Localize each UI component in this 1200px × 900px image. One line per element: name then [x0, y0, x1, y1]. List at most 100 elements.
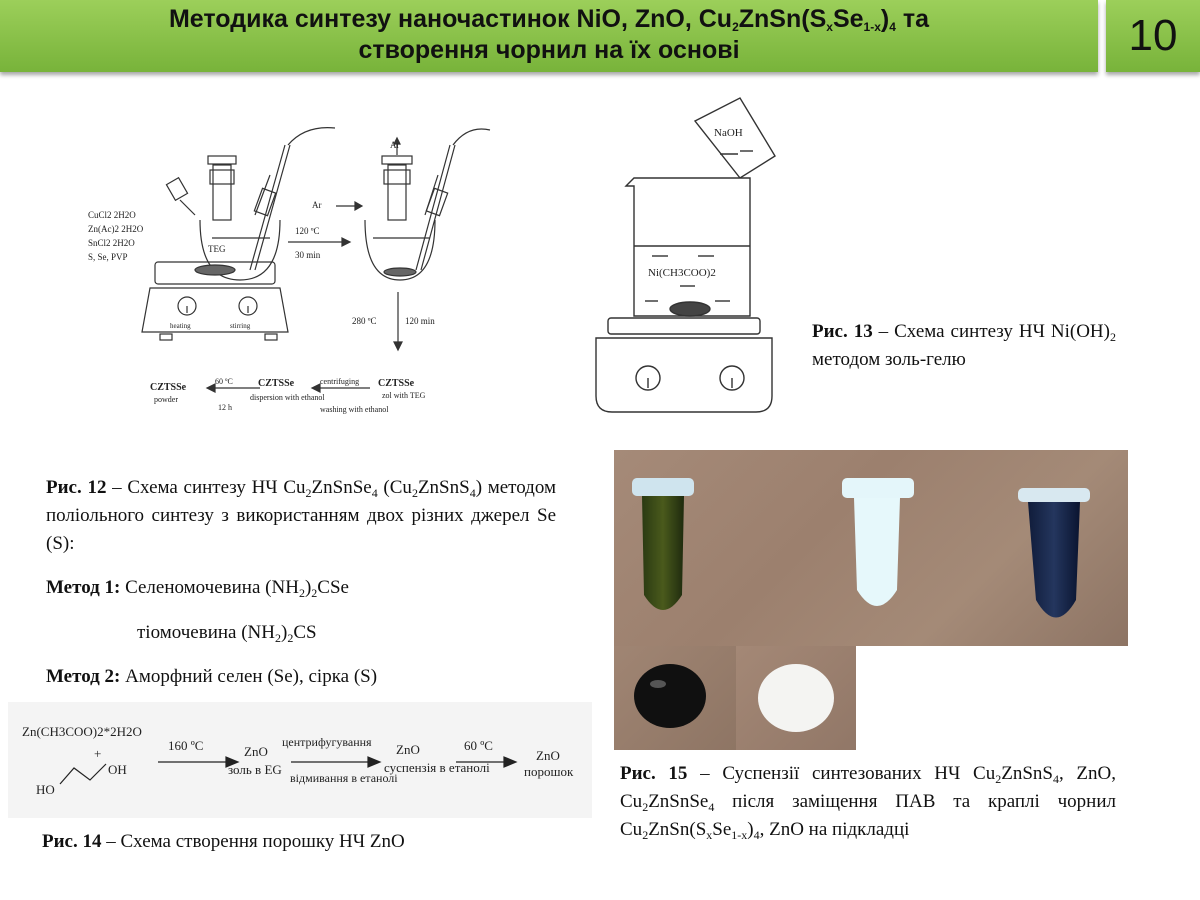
- oh-label: OH: [108, 762, 127, 777]
- vial-2: [854, 498, 900, 606]
- title-sub: x: [826, 20, 833, 34]
- reagent-3: SnCl2 2H2O: [88, 238, 135, 248]
- zinc-acetate-label: Zn(CH3COO)2*2H2O: [22, 724, 142, 739]
- fig13-caption: Рис. 13 – Схема синтезу НЧ Ni(OH)2 метод…: [812, 318, 1116, 374]
- caption-sub: 2: [411, 486, 418, 500]
- drop-highlight: [650, 680, 666, 688]
- caption-text: – Схема створення порошку НЧ ZnO: [101, 831, 405, 852]
- slide-title: Методика синтезу наночастинок NiO, ZnO, …: [0, 4, 1098, 66]
- reagent-2: Zn(Ac)2 2H2O: [88, 224, 144, 234]
- vial-1: [642, 496, 684, 610]
- czts-drop-photo: [614, 646, 736, 750]
- caption-text: ): [747, 819, 754, 840]
- plus-sign: +: [94, 746, 101, 761]
- caption-sub: 2: [311, 586, 318, 600]
- vial-1-cap: [632, 478, 694, 496]
- caption-text: , ZnO, Cu: [620, 763, 1117, 812]
- caption-text: ) методом поліольного синтезу з використ…: [46, 477, 557, 554]
- washing-label: washing with ethanol: [320, 405, 389, 414]
- caption-text: (Cu: [377, 477, 412, 498]
- dry-time: 12 h: [218, 403, 232, 412]
- fig14-panel: Zn(CH3COO)2*2H2O + HO OH 160 ºC ZnO золь…: [8, 702, 592, 818]
- method-1b-text: ): [281, 622, 288, 643]
- step2-temp: 280 ºC: [352, 316, 377, 326]
- czts-disp-sub: dispersion with ethanol: [250, 393, 325, 402]
- zno-2-title: ZnO: [396, 742, 420, 757]
- zno-1-title: ZnO: [244, 744, 268, 759]
- caption-sub: 4: [753, 828, 760, 842]
- zno-3-sub: порошок: [524, 764, 574, 779]
- step1-temp: 120 ºC: [295, 226, 320, 236]
- zno-ink-drop: [758, 664, 834, 732]
- czts-ink-drop: [634, 664, 706, 728]
- vial-3-cap: [1018, 488, 1090, 502]
- czts-drop-image: [634, 664, 706, 728]
- caption-text: ZnSnS: [1001, 763, 1053, 784]
- temp-1: 160 ºC: [168, 738, 203, 753]
- nickel-label: Ni(CH3COO)2: [648, 267, 716, 279]
- method-1-label: Метод 1:: [46, 577, 121, 598]
- dry-temp: 60 ºC: [215, 377, 233, 386]
- page-number-box: 10: [1106, 0, 1200, 72]
- fig15-caption: Рис. 15 – Суспензії синтезованих НЧ Cu2Z…: [620, 760, 1116, 844]
- washing-label: відмивання в етанолі: [290, 771, 398, 785]
- caption-text: – Схема синтезу НЧ Ni(OH): [872, 321, 1110, 342]
- czts-powder-sub: powder: [154, 395, 178, 404]
- temp-2: 60 ºC: [464, 738, 493, 753]
- czts-sol-sub: zol with TEG: [382, 391, 426, 400]
- caption-sub: 4: [469, 486, 476, 500]
- zno-2-sub: суспензія в етанолі: [384, 760, 490, 775]
- centrifuge-label: центрифугування: [282, 735, 372, 749]
- fig12-diagram: CuCl2 2H2O Zn(Ac)2 2H2O SnCl2 2H2O S, Se…: [88, 127, 491, 414]
- method-2-label: Метод 2:: [46, 666, 121, 687]
- caption-text: ZnSn(S: [648, 819, 707, 840]
- czts-powder-title: CZTSSe: [150, 382, 187, 393]
- title-text: Se: [832, 5, 864, 33]
- caption-label: Рис. 14: [42, 831, 102, 852]
- heating-label: heating: [170, 322, 191, 330]
- method-1b-line: тіомочевина (NH2)2CS: [137, 619, 557, 647]
- method-1-text: ): [304, 577, 312, 598]
- caption-sub: 2: [275, 631, 282, 645]
- centrifuging-label: centrifuging: [320, 377, 359, 386]
- caption-text: ZnSnSe: [648, 791, 709, 812]
- caption-sub: 4: [371, 486, 378, 500]
- fig14-caption: Рис. 14 – Схема створення порошку НЧ ZnO: [42, 828, 562, 856]
- title-text: та: [895, 5, 929, 33]
- caption-text: , ZnO на підкладці: [759, 819, 910, 840]
- fig12-caption: Рис. 12 – Схема синтезу НЧ Cu2ZnSnSe4 (C…: [46, 474, 556, 558]
- zno-1-sub: золь в EG: [228, 762, 282, 777]
- caption-text: методом золь-гелю: [812, 349, 966, 370]
- naoh-label: NaOH: [714, 127, 743, 139]
- caption-sub: 2: [305, 486, 312, 500]
- naoh-beaker: [693, 97, 776, 179]
- reagent-4: S, Se, PVP: [88, 252, 128, 262]
- title-sub: 2: [732, 20, 739, 34]
- ar-left-label: Ar: [312, 200, 322, 210]
- ethylene-glycol-bonds: [59, 763, 107, 785]
- caption-text: після заміщення ПАВ та краплі чорнил Cu: [620, 791, 1116, 840]
- caption-sub: 4: [708, 800, 715, 814]
- zno-drop-photo: [736, 646, 856, 750]
- caption-sub: 2: [995, 772, 1002, 786]
- vials-image: [632, 478, 1090, 618]
- main-beaker: [624, 177, 751, 317]
- step1-time: 30 min: [295, 250, 321, 260]
- title-sub: 1-x: [863, 20, 881, 34]
- ho-label: HO: [36, 782, 55, 797]
- caption-sub: 2: [1109, 330, 1116, 344]
- caption-text: ZnSnSe: [311, 477, 372, 498]
- caption-text: – Суспензії синтезованих НЧ Cu: [687, 763, 996, 784]
- method-1-line: Метод 1: Селеномочевина (NH2)2CSe: [46, 574, 556, 602]
- method-1b-text: тіомочевина (NH: [137, 622, 276, 643]
- title-text: Методика синтезу наночастинок NiO, ZnO, …: [168, 5, 733, 33]
- ar-top-label: Ar: [390, 140, 400, 150]
- czts-disp-title: CZTSSe: [258, 378, 295, 389]
- method-2-line: Метод 2: Аморфний селен (Se), сірка (S): [46, 663, 556, 691]
- caption-sub: 2: [298, 586, 305, 600]
- step2-time: 120 min: [405, 316, 435, 326]
- zno-3-title: ZnO: [536, 748, 560, 763]
- caption-text: ZnSnS: [417, 477, 470, 498]
- fig13-diagram: NaOH Ni(CH3COO)2: [595, 97, 776, 413]
- czts-sol-title: CZTSSe: [378, 378, 415, 389]
